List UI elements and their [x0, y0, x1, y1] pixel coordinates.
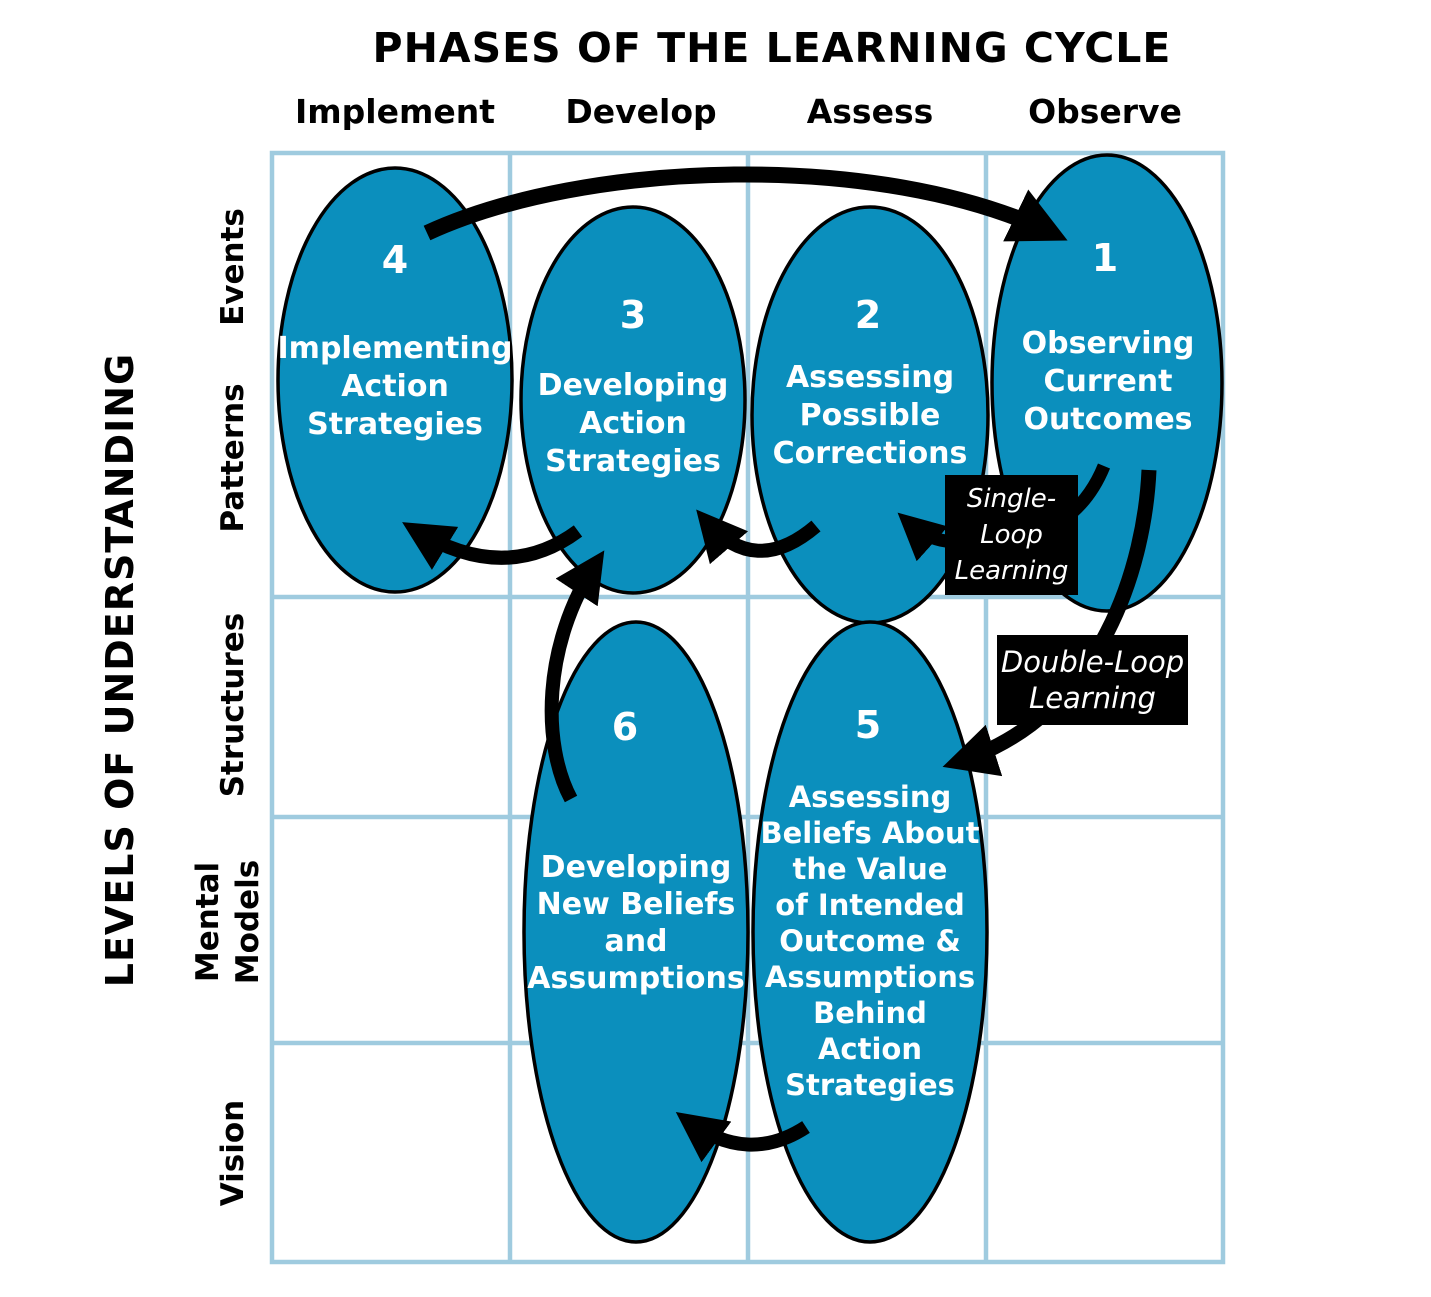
ellipse-1-number: 1 [1091, 236, 1119, 280]
arrow-3-to-4 [402, 522, 583, 570]
ellipse-5 [751, 620, 989, 1244]
ellipse-3-number: 3 [619, 293, 647, 337]
arrow-5-to-6 [675, 1112, 810, 1163]
ellipse-6-number: 6 [611, 705, 639, 749]
column-header-implement: Implement [294, 92, 495, 131]
arrow-1-to-5-double-loop [942, 469, 1157, 777]
ellipse-4-number: 4 [381, 238, 409, 282]
ellipse-2-number: 2 [854, 293, 882, 337]
arrow-6-to-3 [544, 550, 605, 803]
column-header-observe: Observe [1028, 92, 1182, 131]
arrows [402, 166, 1157, 1163]
ellipse-5-number: 5 [854, 703, 882, 747]
column-header-assess: Assess [806, 92, 934, 131]
ellipse-3 [519, 205, 747, 595]
column-header-develop: Develop [565, 92, 717, 131]
diagram-title: PHASES OF THE LEARNING CYCLE [372, 24, 1172, 72]
row-label-vision: Vision [215, 1099, 251, 1207]
y-axis-title: LEVELS OF UNDERSTANDING [98, 352, 142, 988]
ellipse-4 [276, 166, 514, 594]
ellipse-6 [522, 620, 750, 1244]
arrow-2-to-3 [696, 509, 821, 565]
arrow-4-to-1 [423, 166, 1068, 242]
